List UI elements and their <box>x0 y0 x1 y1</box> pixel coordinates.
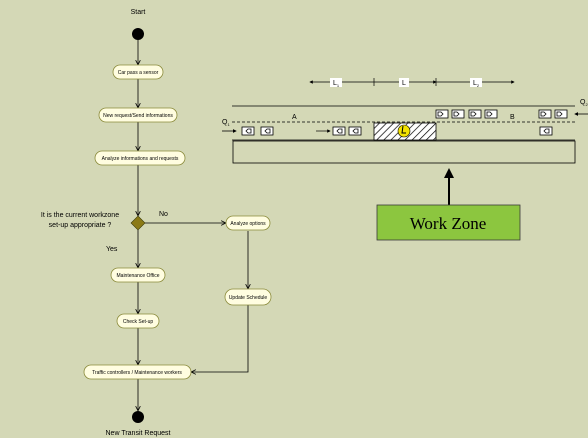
flow-connectors <box>138 40 248 410</box>
decision-question-line2: set-up appropriate ? <box>49 222 112 229</box>
node-check-setup-label: Check Set-up <box>123 319 154 325</box>
decision-question-line1: It is the current workzone <box>41 212 119 219</box>
node-traffic-controllers-label: Traffic controllers / Maintenance worker… <box>92 370 182 376</box>
node-new-request-label: New request/Send informations <box>103 113 173 119</box>
l1-label: L1 <box>333 80 340 88</box>
upper-lane-cars <box>435 109 568 119</box>
worker-icon <box>397 124 411 138</box>
node-analyze-info-label: Analyze informations and requests <box>102 156 179 162</box>
node-maintenance-office: Maintenance Office <box>110 267 166 283</box>
work-zone-label: Work Zone <box>410 214 487 233</box>
car <box>451 109 465 119</box>
car <box>468 109 482 119</box>
node-check-setup: Check Set-up <box>116 313 160 329</box>
shoulder-area <box>232 140 576 164</box>
lane-b-label: B <box>510 114 515 121</box>
lane-a-label: A <box>292 114 297 121</box>
start-label: Start <box>131 9 146 16</box>
car <box>332 126 346 136</box>
decision-diamond <box>130 215 146 231</box>
car <box>435 109 449 119</box>
node-traffic-controllers: Traffic controllers / Maintenance worker… <box>83 364 192 380</box>
lower-lane-cars <box>241 126 553 136</box>
start-node <box>132 28 144 40</box>
node-analyze-options: Analyze options <box>225 215 271 231</box>
q1-label: Q1 <box>222 119 230 127</box>
node-car-sensor-label: Car pass a sensor <box>118 70 159 76</box>
end-node <box>132 411 144 423</box>
car <box>484 109 498 119</box>
q2-label: Q2 <box>580 99 588 107</box>
work-zone-label-box: Work Zone <box>376 204 521 241</box>
node-maintenance-office-label: Maintenance Office <box>117 273 160 279</box>
yes-label: Yes <box>106 246 118 253</box>
node-update-schedule: Update Schedule <box>224 288 272 306</box>
no-label: No <box>159 211 168 218</box>
road-diagram: L1 L L2 A B Q1 Q2 <box>222 78 588 241</box>
l-label: L <box>402 80 406 87</box>
l2-label: L2 <box>473 80 480 88</box>
car <box>241 126 255 136</box>
car <box>538 109 552 119</box>
node-analyze-options-label: Analyze options <box>230 221 266 227</box>
node-update-schedule-label: Update Schedule <box>229 295 268 301</box>
flowchart: Start Car pass a sensor New request/Send… <box>41 9 272 437</box>
node-analyze-info: Analyze informations and requests <box>94 150 186 166</box>
car <box>539 126 553 136</box>
node-new-request: New request/Send informations <box>98 107 178 123</box>
node-car-sensor: Car pass a sensor <box>112 64 164 80</box>
end-label: New Transit Request <box>106 430 171 437</box>
car <box>554 109 568 119</box>
car <box>348 126 362 136</box>
car <box>260 126 274 136</box>
